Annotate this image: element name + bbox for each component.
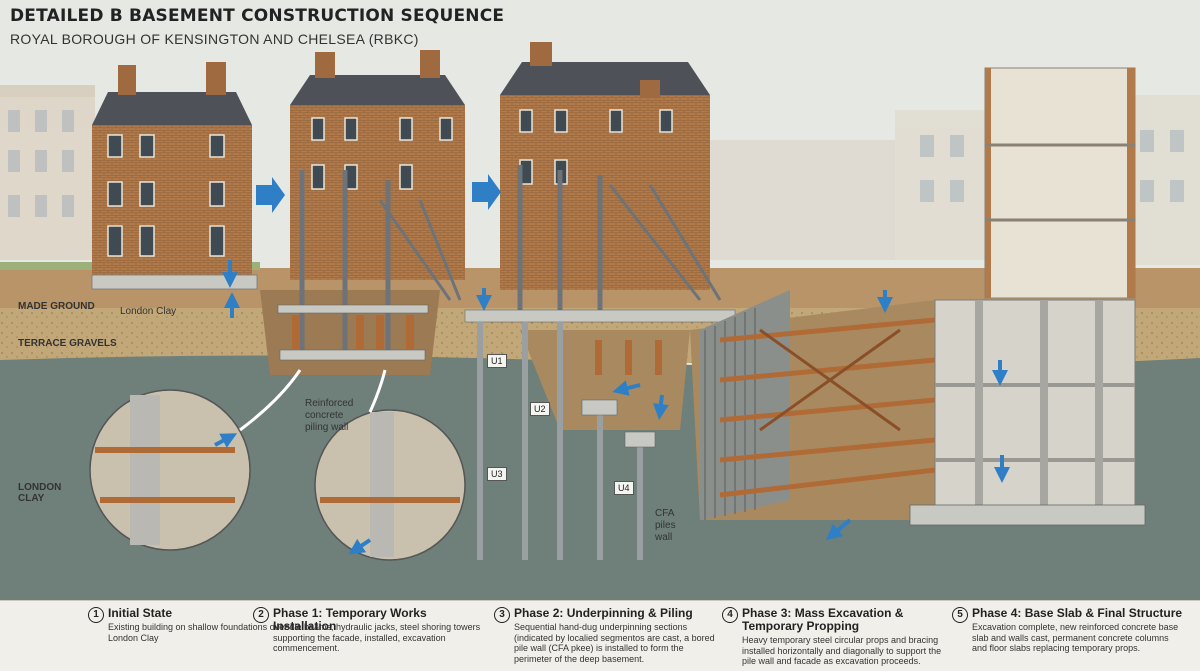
- piling-wall-annotation: Reinforced concrete piling wall: [305, 398, 354, 433]
- step-number: 5: [952, 607, 968, 623]
- diagram-canvas: [0, 42, 1200, 600]
- detail-circle-middle: [314, 409, 466, 561]
- step-title: Initial State: [108, 606, 173, 620]
- step-description: Heavy temporary steel circular props and…: [742, 635, 942, 666]
- underpin-label-u1: U1: [487, 354, 507, 368]
- underpin-label-u2: U2: [530, 402, 550, 416]
- step-number: 4: [722, 607, 738, 623]
- terrace-gravels-label: TERRACE GRAVELS: [18, 338, 117, 349]
- page-subtitle: ROYAL BOROUGH OF KENSINGTON AND CHELSEA …: [10, 31, 419, 47]
- excavation-phase-3: [690, 290, 936, 520]
- step-number: 3: [494, 607, 510, 623]
- step-number: 1: [88, 607, 104, 623]
- page-title: DETAILED B BASEMENT CONSTRUCTION SEQUENC…: [10, 6, 505, 26]
- building-phase-2: [464, 42, 736, 560]
- building-final-structure: [909, 67, 1146, 526]
- made-ground-label: MADE GROUND: [18, 301, 95, 312]
- construction-diagram: DETAILED B BASEMENT CONSTRUCTION SEQUENC…: [0, 6, 1200, 600]
- detail-circle-left: [89, 389, 251, 551]
- step-description: Needle beams, hydraulic jacks, steel sho…: [273, 622, 481, 653]
- cfa-wall-annotation: CFA piles wall: [655, 508, 676, 543]
- building-phase-1: [260, 50, 465, 375]
- sequence-legend: 1 Initial State Existing building on sha…: [0, 600, 1200, 671]
- background-windows: [8, 110, 1184, 217]
- building-initial-state: [91, 62, 258, 290]
- underpin-label-u3: U3: [487, 467, 507, 481]
- flow-arrows: [214, 260, 1010, 555]
- step-title: Phase 1: Temporary Works Installation: [273, 606, 427, 633]
- step-title: Phase 3: Mass Excavation & Temporary Pro…: [742, 606, 904, 633]
- step-title: Phase 4: Base Slab & Final Structure: [972, 606, 1183, 620]
- step-description: Existing building on shallow foundations…: [108, 622, 288, 643]
- detail-pointers: [239, 369, 387, 432]
- step-description: Excavation complete, new reinforced conc…: [972, 622, 1179, 653]
- step-title: Phase 2: Underpinning & Piling: [514, 606, 693, 620]
- step-number: 2: [253, 607, 269, 623]
- underpin-label-u4: U4: [614, 481, 634, 495]
- london-clay-annotation: London Clay: [120, 306, 177, 317]
- process-arrows: [256, 174, 501, 213]
- london-clay-label: LONDON CLAY: [18, 482, 62, 504]
- step-description: Sequential hand-dug underpinning section…: [514, 622, 715, 664]
